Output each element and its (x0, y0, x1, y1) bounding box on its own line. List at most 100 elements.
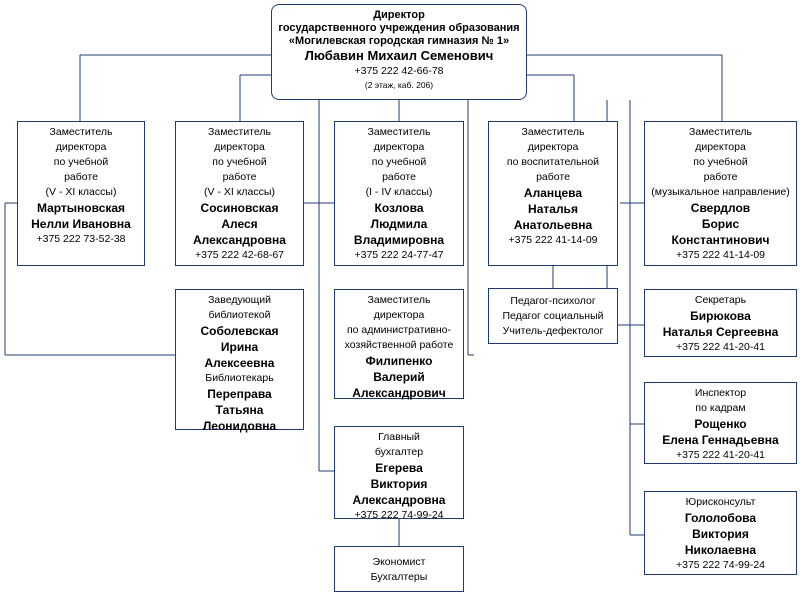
deputy-4-line: директора (527, 141, 579, 153)
accountant-line: Главный (378, 431, 420, 443)
deputy-3-line: по учебной (371, 156, 427, 168)
legal-box: Юрисконсульт Гололобова Виктория Николае… (644, 491, 797, 575)
deputy-5-line: по учебной (693, 156, 748, 168)
admin-name: Филипенко (365, 354, 433, 368)
legal-name: Гололобова (684, 511, 757, 525)
deputy-1-line: директора (55, 141, 107, 153)
librarian-name: Леонидовна (202, 419, 277, 433)
accountant-name: Виктория (370, 477, 428, 491)
deputy-3-box: Заместитель директора по учебной работе … (334, 121, 464, 266)
deputy-3-name: Владимировна (353, 233, 445, 247)
legal-name: Виктория (692, 527, 749, 541)
deputy-1-name: Мартыновская (36, 201, 126, 215)
librarian-name: Татьяна (215, 403, 264, 417)
deputy-2-name: Сосиновская (200, 201, 279, 215)
economist-line: Экономист (372, 556, 426, 568)
admin-line: Заместитель (367, 294, 431, 306)
secretary-name: Наталья Сергеевна (662, 325, 779, 339)
hr-phone: +375 222 41-20-41 (675, 449, 766, 461)
deputy-4-phone: +375 222 41-14-09 (508, 234, 598, 246)
hr-name: Рощенко (694, 417, 747, 431)
deputy-1-line: по учебной (53, 156, 109, 168)
deputy-4-name: Наталья (528, 202, 578, 216)
economist-line: Бухгалтеры (370, 571, 428, 583)
deputy-5-line: Заместитель (689, 126, 752, 138)
deputy-1-name: Нелли Ивановна (31, 217, 131, 231)
director-phone: +375 222 42-66-78 (354, 65, 444, 77)
deputy-4-line: по воспитательной (506, 156, 600, 168)
deputy-5-line: работе (703, 171, 738, 183)
library-head-name: Ирина (220, 340, 259, 354)
accountant-name: Егерева (375, 461, 423, 475)
director-room: (2 этаж, каб. 206) (364, 80, 434, 90)
psych-box: Педагог-психолог Педагог социальный Учит… (488, 288, 618, 344)
deputy-4-box: Заместитель директора по воспитательной … (488, 121, 618, 266)
deputy-1-phone: +375 222 73-52-38 (36, 233, 126, 245)
legal-phone: +375 222 74-99-24 (675, 559, 766, 571)
secretary-box: Секретарь Бирюкова Наталья Сергеевна +37… (644, 289, 797, 357)
legal-title: Юрисконсульт (685, 496, 756, 508)
deputy-3-name: Козлова (374, 201, 424, 215)
deputy-1-line: (V - XI классы) (45, 186, 117, 198)
secretary-title: Секретарь (694, 294, 747, 306)
deputy-2-name: Александровна (193, 233, 286, 247)
hr-line: по кадрам (695, 402, 746, 414)
deputy-5-box: Заместитель директора по учебной работе … (644, 121, 797, 266)
hr-name: Елена Геннадьевна (662, 433, 779, 447)
legal-name: Николаевна (684, 543, 757, 557)
accountant-phone: +375 222 74-99-24 (354, 509, 444, 521)
psych-line: Учитель-дефектолог (502, 325, 604, 337)
deputy-5-name: Константинович (671, 233, 770, 247)
deputy-3-line: Заместитель (367, 126, 431, 138)
library-head-name: Алексеевна (204, 356, 275, 370)
librarian-name: Переправа (207, 387, 272, 401)
psych-line: Педагог-психолог (510, 295, 596, 307)
accountant-box: Главный бухгалтер Егерева Виктория Алекс… (334, 426, 464, 521)
deputy-5-name: Свердлов (690, 201, 751, 215)
admin-name: Александрович (352, 386, 446, 400)
deputy-4-line: работе (536, 171, 570, 183)
deputy-3-line: работе (382, 171, 416, 183)
deputy-3-phone: +375 222 24-77-47 (354, 249, 444, 261)
deputy-5-name: Борис (701, 217, 740, 231)
deputy-3-line: (I - IV классы) (365, 186, 433, 198)
deputy-2-line: директора (214, 141, 265, 153)
deputy-4-line: Заместитель (521, 126, 585, 138)
librarian-title: Библиотекарь (205, 372, 274, 384)
accountant-line: бухгалтер (374, 446, 424, 458)
deputy-3-name: Людмила (370, 217, 428, 231)
deputy-4-name: Аланцева (523, 186, 583, 200)
director-name: Любавин Михаил Семенович (304, 48, 494, 63)
accountant-name: Александровна (352, 493, 446, 507)
director-title: Директор (373, 9, 425, 21)
deputy-5-line: (музыкальное направление) (651, 186, 790, 198)
secretary-name: Бирюкова (690, 309, 751, 323)
admin-line: по административно- (346, 324, 452, 336)
deputy-2-name: Алеся (221, 217, 258, 231)
deputy-2-phone: +375 222 42-68-67 (194, 249, 285, 261)
deputy-2-box: Заместитель директора по учебной работе … (175, 121, 304, 266)
deputy-5-phone: +375 222 41-14-09 (675, 249, 766, 261)
hr-line: Инспектор (694, 387, 747, 399)
deputy-1-line: Заместитель (49, 126, 113, 138)
deputy-4-name: Анатольевна (513, 218, 593, 232)
secretary-phone: +375 222 41-20-41 (675, 341, 766, 353)
deputy-3-line: директора (373, 141, 425, 153)
admin-deputy-box: Заместитель директора по административно… (334, 289, 464, 400)
director-box: Директор государственного учреждения обр… (271, 4, 527, 100)
admin-name: Валерий (373, 370, 425, 384)
deputy-5-line: директора (695, 141, 746, 153)
library-title: Заведующий (208, 294, 271, 306)
deputy-2-line: по учебной (212, 156, 267, 168)
economist-box: Экономист Бухгалтеры (334, 546, 464, 592)
deputy-2-line: работе (222, 171, 257, 183)
admin-line: хозяйственной работе (344, 339, 454, 351)
deputy-2-line: Заместитель (208, 126, 271, 138)
library-box: Заведующий библиотекой Соболевская Ирина… (175, 289, 304, 433)
admin-line: директора (373, 309, 425, 321)
library-title: библиотекой (208, 309, 271, 321)
deputy-2-line: (V - XI классы) (204, 186, 275, 198)
director-org: государственного учреждения образования (278, 22, 520, 34)
psych-line: Педагог социальный (502, 310, 604, 322)
library-head-name: Соболевская (200, 324, 279, 338)
